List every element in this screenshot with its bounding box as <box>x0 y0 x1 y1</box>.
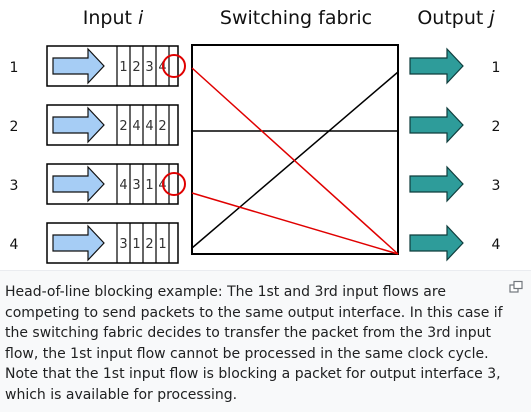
input-arrow-icon <box>52 165 105 203</box>
packet-label: 1 <box>158 237 166 252</box>
output-port-2: 2 <box>409 106 501 144</box>
output-port-1: 1 <box>409 47 501 85</box>
packet-label: 3 <box>119 237 127 252</box>
output-row-label: 1 <box>492 60 501 76</box>
packet-label: 2 <box>158 119 166 134</box>
fabric-header: Switching fabric <box>220 7 372 29</box>
output-ports: 1 2 3 4 <box>409 47 501 262</box>
input-header-var: i <box>138 7 144 29</box>
input-row-label: 2 <box>10 119 19 135</box>
packet-label: 3 <box>132 178 140 193</box>
packet-label: 1 <box>132 237 140 252</box>
output-header-var: j <box>486 7 495 29</box>
packet-label: 4 <box>119 178 127 193</box>
input-row-label: 4 <box>10 237 19 253</box>
output-header-word: Output <box>417 7 489 29</box>
packet-label: 2 <box>145 237 153 252</box>
figure-caption: Head-of-line blocking example: The 1st a… <box>0 270 531 412</box>
output-arrow-icon <box>409 47 464 85</box>
competing-line-1-to-4 <box>191 67 399 255</box>
packet-label: 4 <box>132 119 140 134</box>
input-row-label: 1 <box>10 60 19 76</box>
head-packet-circle <box>162 54 186 78</box>
input-arrow-icon <box>52 47 105 85</box>
packet-label: 1 <box>145 178 153 193</box>
input-header: Input i <box>83 7 144 29</box>
output-arrow-icon <box>409 106 464 144</box>
output-row-label: 3 <box>492 178 501 194</box>
fabric-box <box>191 44 399 255</box>
input-arrow-icon <box>52 106 105 144</box>
output-row-label: 2 <box>492 119 501 135</box>
packet-label: 3 <box>145 60 153 75</box>
packet-label: 1 <box>119 60 127 75</box>
output-arrow-icon <box>409 165 464 203</box>
head-packet-circle <box>162 172 186 196</box>
packet-label: 4 <box>145 119 153 134</box>
output-row-label: 4 <box>492 237 501 253</box>
switching-fabric <box>191 44 399 255</box>
input-header-word: Input <box>83 7 138 29</box>
output-port-3: 3 <box>409 165 501 203</box>
packet-label: 2 <box>132 60 140 75</box>
caption-text: Head-of-line blocking example: The 1st a… <box>5 284 503 403</box>
input-row-label: 3 <box>10 178 19 194</box>
input-arrow-icon <box>52 224 105 262</box>
competing-line-3-to-4 <box>191 192 399 255</box>
output-arrow-icon <box>409 224 464 262</box>
output-port-4: 4 <box>409 224 501 262</box>
packet-label: 2 <box>119 119 127 134</box>
enlarge-icon[interactable] <box>509 280 523 294</box>
output-header: Output j <box>417 7 495 29</box>
